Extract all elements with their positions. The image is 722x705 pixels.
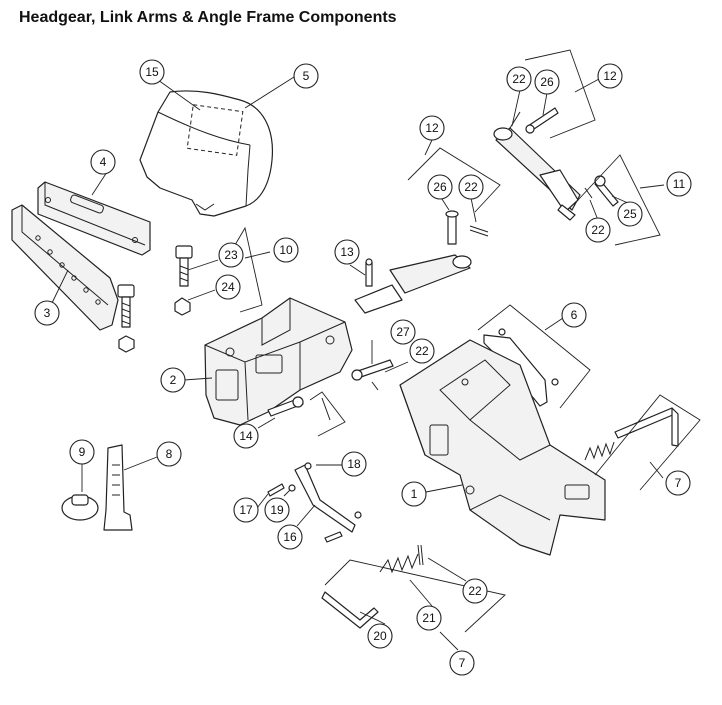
svg-text:7: 7 [459, 656, 466, 670]
callout-4: 4 [90, 149, 116, 175]
svg-text:1: 1 [411, 487, 418, 501]
stand [103, 444, 133, 531]
svg-text:8: 8 [166, 447, 173, 461]
svg-text:21: 21 [422, 611, 436, 625]
callout-13: 13 [334, 239, 360, 265]
callout-22: 22 [462, 578, 488, 604]
leader-lines [51, 76, 665, 651]
link-arm-lower [11, 204, 119, 331]
svg-text:26: 26 [433, 180, 447, 194]
svg-text:12: 12 [425, 121, 439, 135]
svg-text:24: 24 [221, 280, 235, 294]
svg-text:27: 27 [396, 325, 410, 339]
link-arm-upper [37, 181, 151, 256]
svg-text:9: 9 [79, 445, 86, 459]
lift-cylinder-upper [493, 127, 581, 221]
svg-text:11: 11 [673, 177, 686, 191]
svg-text:15: 15 [145, 65, 159, 79]
callout-2: 2 [160, 367, 186, 393]
callout-12: 12 [597, 63, 623, 89]
svg-text:23: 23 [224, 248, 238, 262]
svg-text:13: 13 [340, 245, 354, 259]
stand-pin [61, 494, 99, 521]
callout-14: 14 [233, 423, 259, 449]
svg-text:4: 4 [100, 155, 107, 169]
svg-text:12: 12 [603, 69, 617, 83]
callout-22: 22 [585, 217, 611, 243]
callout-20: 20 [367, 623, 393, 649]
svg-text:10: 10 [279, 243, 293, 257]
callout-22: 22 [458, 174, 484, 200]
link-arm-bolt-and-nut [117, 284, 135, 353]
svg-text:25: 25 [623, 207, 637, 221]
svg-text:22: 22 [415, 344, 429, 358]
callout-7: 7 [665, 470, 691, 496]
callout-22: 22 [409, 338, 435, 364]
group-brackets [234, 49, 701, 633]
svg-text:22: 22 [464, 180, 478, 194]
callout-25: 25 [617, 201, 643, 227]
headgear-mount [204, 297, 353, 426]
callout-18: 18 [341, 451, 367, 477]
callout-22: 22 [506, 66, 532, 92]
callout-26: 26 [534, 69, 560, 95]
callout-17: 17 [233, 497, 259, 523]
callout-27: 27 [390, 319, 416, 345]
angle-frame [399, 339, 606, 556]
diagram-title: Headgear, Link Arms & Angle Frame Compon… [19, 9, 397, 26]
cylinder-pin-right [584, 175, 619, 207]
svg-text:5: 5 [303, 69, 310, 83]
svg-text:22: 22 [468, 584, 482, 598]
spring-bottom [379, 553, 419, 574]
svg-text:3: 3 [44, 306, 51, 320]
callout-1: 1 [401, 481, 427, 507]
svg-text:17: 17 [239, 503, 253, 517]
callout-6: 6 [561, 302, 587, 328]
svg-text:19: 19 [270, 503, 284, 517]
svg-text:26: 26 [540, 75, 554, 89]
svg-text:16: 16 [283, 530, 297, 544]
svg-text:18: 18 [347, 457, 361, 471]
mount-pin [267, 396, 331, 421]
latch-pin-right [614, 407, 679, 447]
callout-11: 11 [666, 171, 692, 197]
decal-outline [186, 104, 244, 156]
cotter-pin-bottom [417, 544, 424, 566]
callout-10: 10 [273, 237, 299, 263]
callout-8: 8 [156, 441, 182, 467]
callout-5: 5 [293, 63, 319, 89]
callout-19: 19 [264, 497, 290, 523]
svg-text:6: 6 [571, 308, 578, 322]
callout-26: 26 [427, 174, 453, 200]
svg-text:7: 7 [675, 476, 682, 490]
svg-text:14: 14 [239, 429, 253, 443]
cylinder-pin-upper [509, 107, 559, 134]
callout-23: 23 [218, 242, 244, 268]
lift-cylinder-lower [354, 254, 472, 314]
callout-16: 16 [277, 524, 303, 550]
bracket-bolt-and-washer [267, 483, 343, 543]
callout-12: 12 [419, 115, 445, 141]
spring-right [584, 441, 615, 461]
callout-24: 24 [215, 274, 241, 300]
cylinder-pin-middle [445, 210, 489, 245]
svg-text:22: 22 [512, 72, 526, 86]
callout-3: 3 [34, 300, 60, 326]
callout-15: 15 [139, 59, 165, 85]
latch-pin-bottom [321, 591, 379, 629]
headgear-bolt [174, 245, 193, 316]
headgear-cover [139, 90, 274, 217]
svg-text:22: 22 [591, 223, 605, 237]
mount-bracket [294, 462, 362, 533]
svg-text:2: 2 [170, 373, 177, 387]
callout-21: 21 [416, 605, 442, 631]
callout-9: 9 [69, 439, 95, 465]
svg-text:20: 20 [373, 629, 387, 643]
callout-7: 7 [449, 650, 475, 676]
frame-pin [351, 359, 394, 391]
